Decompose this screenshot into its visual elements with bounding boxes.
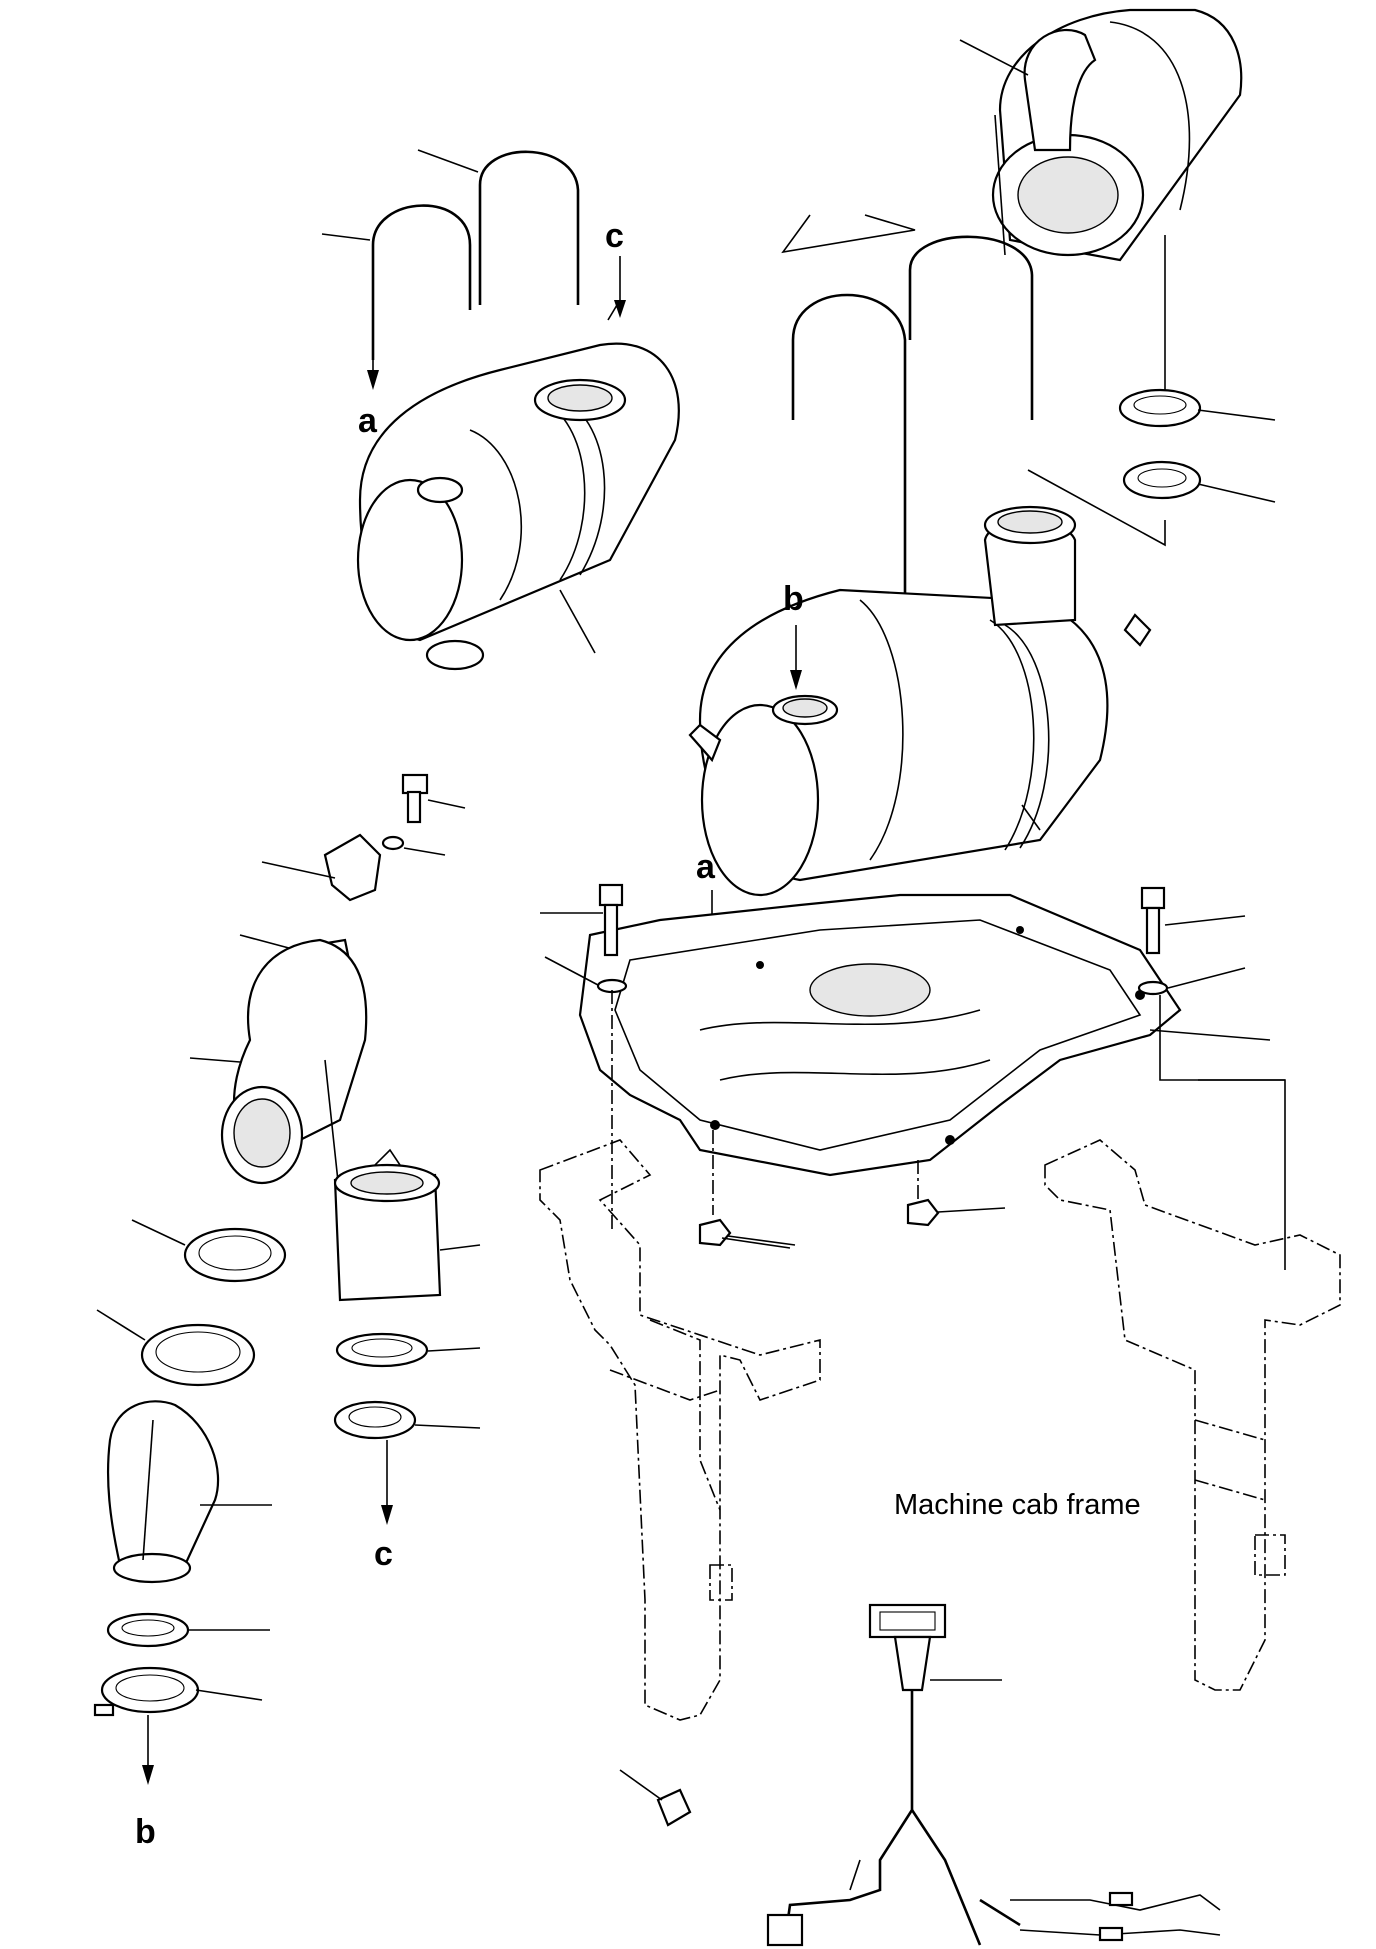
leader-lines	[721, 1079, 1285, 1249]
callout-letter-a-top: a	[358, 402, 378, 440]
left-muffler	[356, 342, 680, 671]
wiring-harness	[766, 1603, 1221, 1947]
mounting-plate	[578, 893, 1182, 1177]
callout-b-bottom: b	[135, 1715, 156, 1851]
left-lower-elbow	[106, 1400, 272, 1584]
sensor-bracket	[239, 773, 466, 977]
callout-letter-c-bottom: c	[374, 1535, 393, 1573]
callout-letter-a-mid: a	[696, 848, 716, 886]
u-bolt-left-pair	[321, 149, 580, 360]
left-pipe-elbow	[189, 938, 401, 1202]
left-bottom-gasket-clamp	[93, 1612, 270, 1717]
callout-b-top: b	[783, 580, 804, 690]
sleeve-rings	[333, 1163, 481, 1440]
u-bolt-right-pair	[781, 214, 1034, 750]
left-gasket-clamp	[96, 1219, 287, 1387]
callout-c-bottom: c	[374, 1440, 393, 1573]
callout-letter-c-top: c	[605, 217, 624, 255]
central-muffler	[688, 505, 1152, 897]
right-clamp-gasket	[1027, 235, 1276, 547]
callout-a-top: a	[358, 320, 379, 440]
cab-frame-caption: Machine cab frame	[894, 1489, 1141, 1521]
harness-clip	[619, 1769, 692, 1827]
cab-frame-right	[1044, 1139, 1341, 1691]
callout-c-top: c	[605, 217, 626, 321]
top-muffler-assembly	[959, 8, 1243, 262]
cab-frame-left	[539, 1139, 821, 1721]
callout-letter-b-top: b	[783, 580, 804, 618]
callout-letter-b-bottom: b	[135, 1813, 156, 1851]
